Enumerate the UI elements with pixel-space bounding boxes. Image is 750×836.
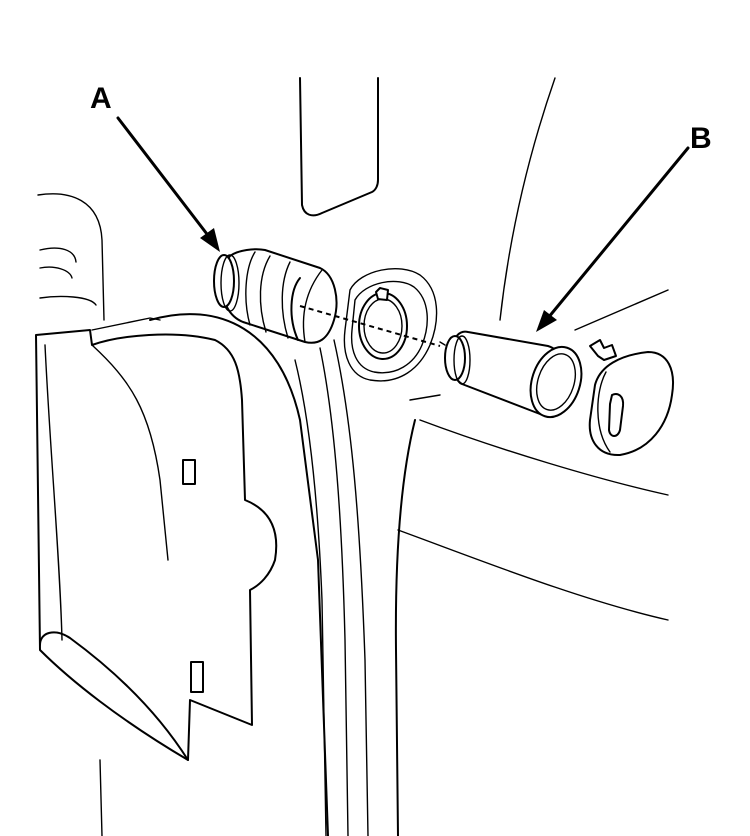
socket-ring-part bbox=[213, 248, 338, 344]
callout-label-a: A bbox=[90, 82, 112, 115]
trim-clip-icon bbox=[182, 459, 196, 485]
trim-panel bbox=[35, 317, 278, 836]
callout-leader-a bbox=[116, 116, 220, 252]
callout-leader-b bbox=[536, 146, 690, 332]
alignment-line bbox=[299, 305, 441, 347]
mounting-hole bbox=[343, 268, 438, 382]
socket-cap-part bbox=[588, 339, 674, 457]
lighter-socket-part bbox=[439, 330, 583, 419]
panel-background-lines bbox=[37, 77, 669, 836]
trim-clip-icon bbox=[190, 661, 204, 693]
callout-label-b: B bbox=[690, 122, 712, 155]
